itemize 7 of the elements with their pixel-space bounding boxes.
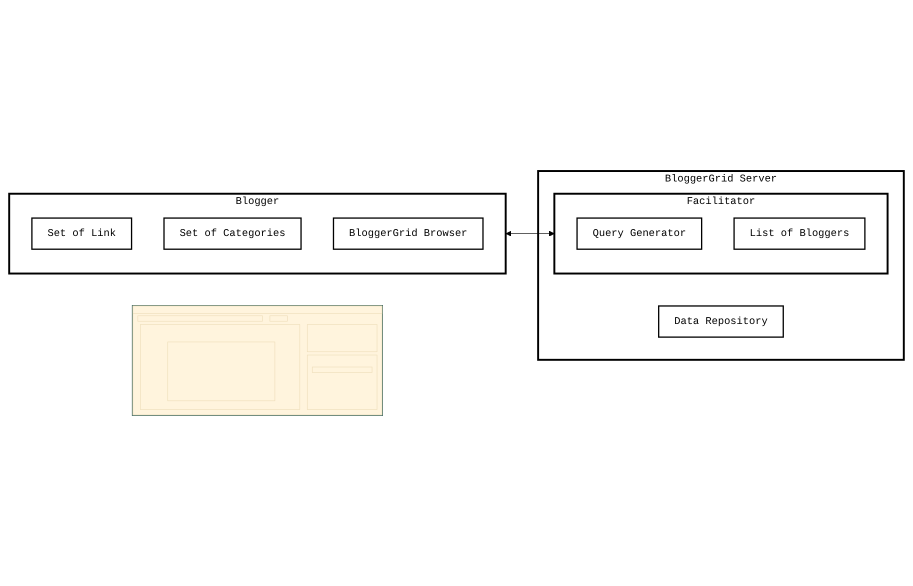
node-box: Data Repository: [658, 305, 784, 338]
node-box: List of Bloggers: [733, 217, 866, 250]
node-box: Set of Categories: [163, 217, 302, 250]
node-box: Query Generator: [576, 217, 702, 250]
node-box: BloggerGrid Browser: [332, 217, 484, 250]
node-box: Set of Link: [31, 217, 132, 250]
arrow: [506, 230, 555, 236]
